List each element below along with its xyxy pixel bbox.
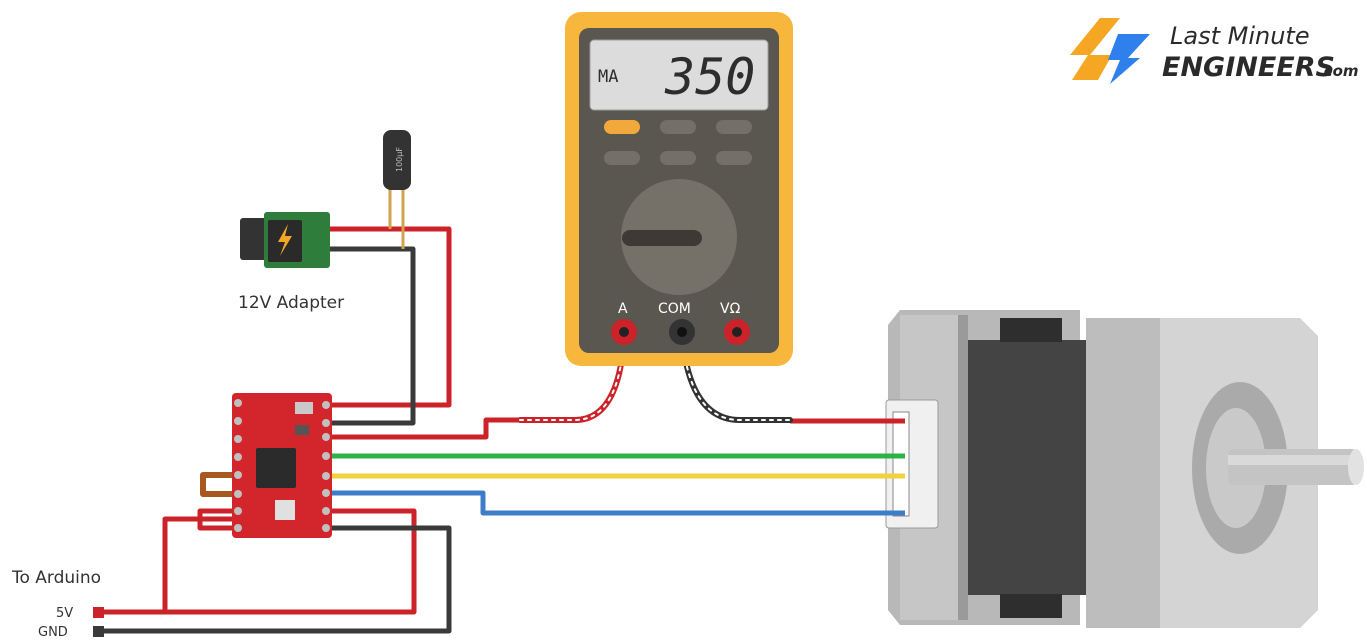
mode-button-6[interactable] bbox=[716, 151, 752, 165]
arduino-gnd-label: GND bbox=[38, 625, 68, 640]
wire-red-driver-to-probe bbox=[330, 417, 520, 440]
stepper-motor bbox=[885, 310, 1364, 628]
driver-potentiometer bbox=[275, 500, 295, 520]
mode-button-2[interactable] bbox=[660, 120, 696, 134]
power-wires bbox=[328, 188, 452, 426]
terminal-v-jack-hole bbox=[732, 327, 742, 337]
stepper-driver-board bbox=[232, 393, 332, 538]
logo-suffix: .com bbox=[1318, 62, 1359, 80]
terminal-com-label: COM bbox=[658, 301, 691, 317]
terminal-a-jack-hole bbox=[619, 327, 629, 337]
dc-barrel-jack: 12V Adapter bbox=[238, 212, 344, 313]
terminal-a-label: A bbox=[618, 301, 628, 317]
capacitor: 100µF bbox=[383, 130, 411, 190]
logo-bolt-blue-icon bbox=[1108, 34, 1150, 84]
mode-button-5[interactable] bbox=[660, 151, 696, 165]
motor-shaft-highlight bbox=[1228, 455, 1358, 465]
terminal-v-label: VΩ bbox=[720, 301, 741, 317]
arduino-wires bbox=[104, 472, 452, 634]
capacitor-label: 100µF bbox=[395, 147, 404, 172]
motor-body-top bbox=[1000, 318, 1062, 342]
adapter-label: 12V Adapter bbox=[238, 293, 344, 313]
motor-body-dark bbox=[968, 340, 1086, 595]
wire-blue bbox=[330, 490, 905, 516]
mode-button-3[interactable] bbox=[716, 120, 752, 134]
motor-rear-bevel bbox=[1086, 318, 1160, 628]
capacitor-body bbox=[383, 130, 411, 190]
wire-gnd bbox=[104, 525, 452, 634]
wire-adapter-positive bbox=[328, 226, 452, 408]
logo-line1: Last Minute bbox=[1170, 22, 1310, 50]
driver-pins-right bbox=[322, 401, 330, 532]
driver-chip bbox=[256, 448, 296, 488]
lcd-screen bbox=[589, 39, 769, 111]
wire-5v-branch bbox=[162, 516, 232, 612]
multimeter: MA 350 A COM VΩ bbox=[565, 12, 793, 366]
lcd-unit: MA bbox=[598, 67, 618, 87]
selector-dial-pointer bbox=[622, 230, 702, 246]
lightning-icon bbox=[278, 224, 292, 256]
wire-5v bbox=[104, 508, 417, 615]
mode-button-4[interactable] bbox=[604, 151, 640, 165]
driver-pins-left bbox=[234, 399, 242, 532]
motor-body-bottom bbox=[1000, 594, 1062, 618]
logo-line2: ENGINEERS bbox=[1162, 52, 1335, 83]
terminal-com-jack-hole bbox=[677, 327, 687, 337]
arduino-5v-label: 5V bbox=[56, 606, 73, 621]
wire-driver-jumper bbox=[200, 472, 232, 497]
motor-wires bbox=[330, 417, 905, 516]
arduino-title: To Arduino bbox=[11, 568, 101, 588]
motor-shaft-end bbox=[1348, 449, 1364, 485]
motor-ring-left-groove bbox=[958, 315, 968, 620]
arduino-gnd-terminal bbox=[93, 626, 104, 637]
driver-component-2 bbox=[295, 425, 309, 435]
wire-adapter-ground bbox=[328, 246, 416, 426]
arduino-5v-terminal bbox=[93, 607, 104, 618]
arduino-connection: To Arduino 5V GND bbox=[11, 568, 104, 640]
driver-component-1 bbox=[295, 402, 313, 414]
lcd-reading: 350 bbox=[664, 48, 755, 106]
mode-button-1[interactable] bbox=[604, 120, 640, 134]
logo-bolt-orange-icon bbox=[1070, 18, 1120, 80]
last-minute-engineers-logo: Last Minute ENGINEERS .com bbox=[1070, 18, 1359, 84]
motor-connector-slot bbox=[892, 411, 910, 517]
motor-shaft bbox=[1228, 449, 1358, 485]
